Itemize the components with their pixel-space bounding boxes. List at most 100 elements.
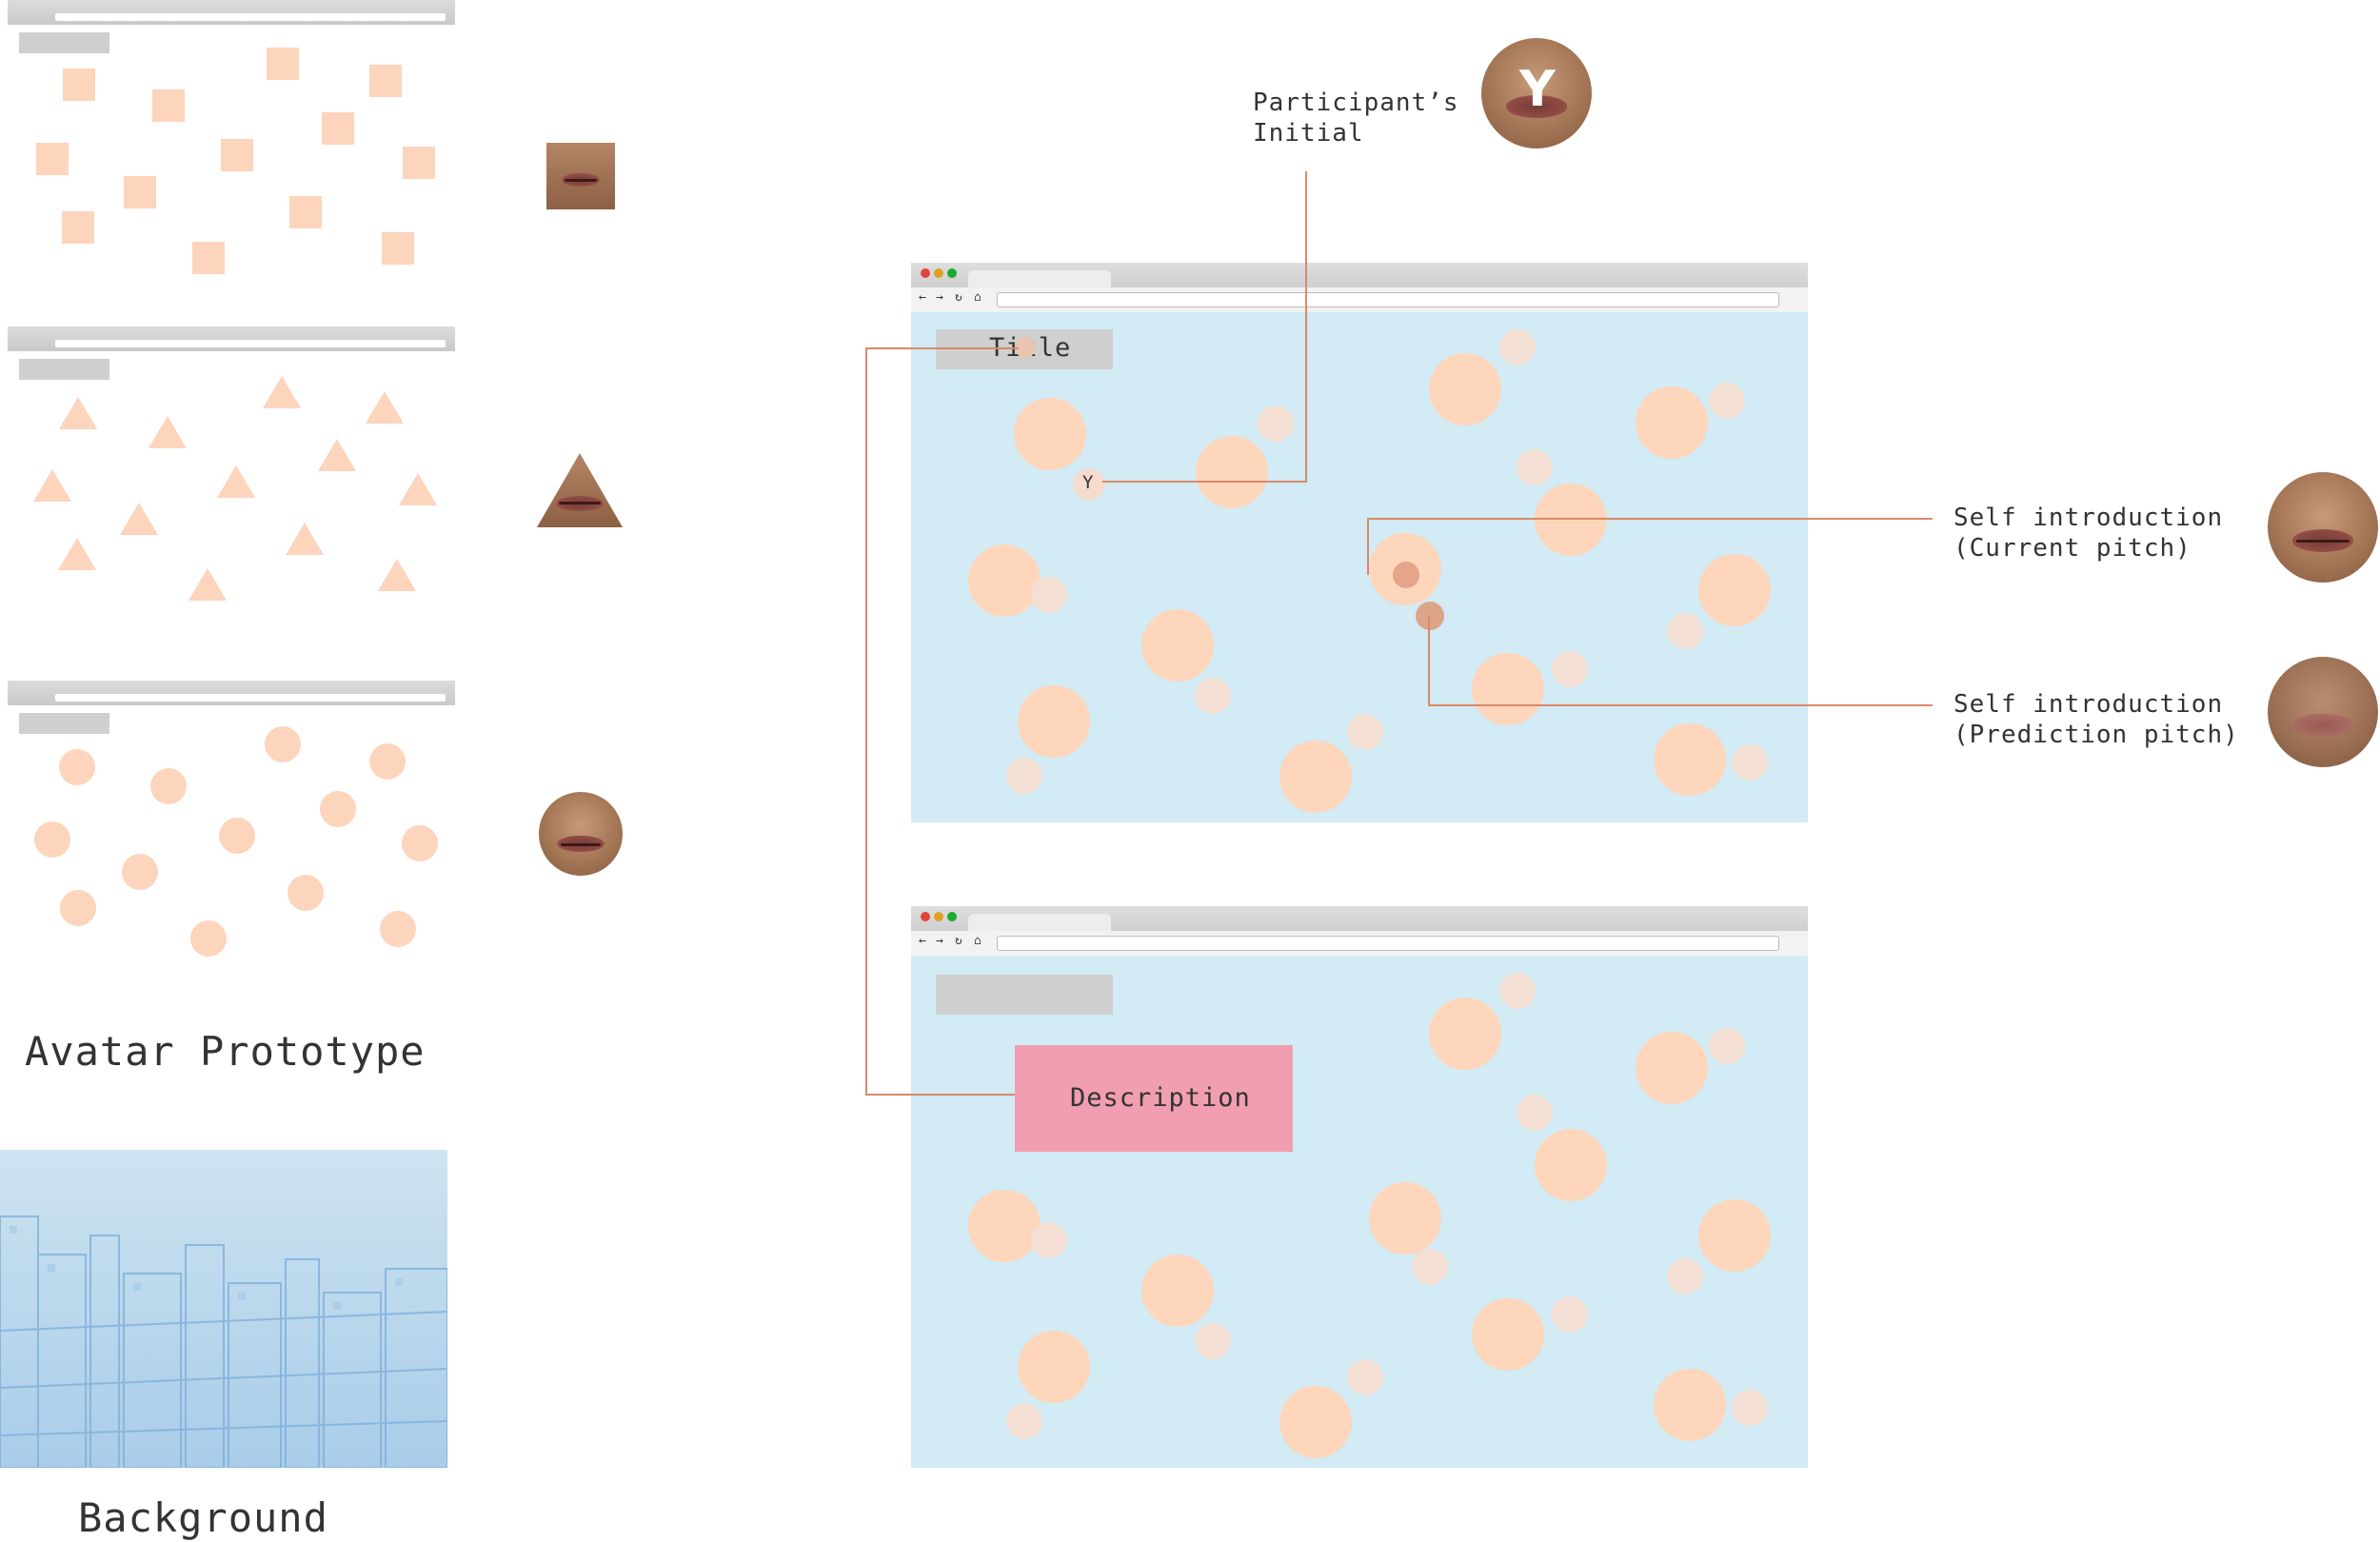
circle-avatar (402, 825, 438, 861)
small-circle (1031, 1222, 1067, 1258)
back-arrow-icon[interactable]: ← (919, 290, 926, 305)
small-circle (1031, 577, 1067, 613)
triangle-avatar (59, 397, 97, 429)
avatar-circle (1141, 609, 1214, 682)
avatar-circle (1636, 1032, 1708, 1104)
circle-avatar (60, 890, 96, 926)
face-initial-y-icon: Y (1481, 38, 1592, 148)
mini-browser-squares (8, 0, 455, 324)
square-avatar (289, 196, 322, 228)
square-avatar (369, 65, 402, 97)
small-circle (1732, 1390, 1768, 1426)
small-circle (1195, 1323, 1231, 1359)
triangle-avatar (378, 559, 416, 591)
small-circle (1667, 1258, 1703, 1295)
face-lips-circle-icon (539, 792, 623, 876)
avatar-circle (1654, 723, 1726, 796)
avatar-circle (1018, 685, 1090, 758)
title-placeholder (19, 32, 109, 53)
face-lips-square-icon (546, 143, 615, 209)
square-avatar (267, 48, 299, 80)
circle-avatar (190, 920, 227, 957)
avatar-circle (1698, 554, 1771, 626)
mini-browser-circles (8, 681, 455, 1004)
title-placeholder (936, 975, 1113, 1015)
maximize-dot-icon[interactable] (947, 912, 957, 921)
browser-chrome (8, 0, 455, 25)
avatar-circle (1654, 1369, 1726, 1441)
circle-avatar (380, 911, 416, 947)
avatar-circle (1636, 386, 1708, 459)
background-label: Background (78, 1494, 328, 1541)
reload-icon[interactable]: ↻ (955, 290, 962, 305)
small-circle (1709, 1028, 1745, 1064)
participant-initial-label: Participant’s Initial (1253, 89, 1459, 148)
small-circle (1499, 973, 1536, 1009)
description-box: Description (1015, 1045, 1293, 1152)
close-dot-icon[interactable] (921, 268, 930, 278)
self-intro-current-label: Self introduction (Current pitch) (1954, 504, 2224, 563)
face-current-pitch-icon (2268, 472, 2378, 583)
minimize-dot-icon[interactable] (934, 912, 943, 921)
home-icon[interactable]: ⌂ (974, 290, 982, 305)
square-avatar (62, 211, 94, 244)
small-circle (1732, 744, 1768, 781)
circle-avatar (288, 875, 324, 911)
maximize-dot-icon[interactable] (947, 268, 957, 278)
home-icon[interactable]: ⌂ (974, 934, 982, 948)
avatar-circle (1014, 398, 1086, 470)
city-sketch-icon (0, 1150, 447, 1468)
initial-connector (1102, 171, 1307, 483)
avatar-circle (1369, 1182, 1441, 1255)
avatar-circle (1472, 1298, 1544, 1371)
triangle-avatar (286, 523, 324, 555)
avatar-circle (1141, 1255, 1214, 1327)
small-circle (1015, 337, 1036, 358)
current-pitch-marker (1393, 562, 1419, 588)
small-circle (1552, 651, 1588, 687)
square-avatar (152, 89, 185, 122)
forward-arrow-icon[interactable]: → (936, 934, 943, 948)
triangle-avatar (149, 416, 187, 448)
close-dot-icon[interactable] (921, 912, 930, 921)
initial-overlay-letter: Y (1519, 61, 1556, 118)
reload-icon[interactable]: ↻ (955, 934, 962, 948)
avatar-circle (1535, 1129, 1607, 1201)
square-avatar (322, 112, 354, 145)
browser-chrome (8, 326, 455, 351)
circle-avatar (59, 749, 95, 785)
initial-letter: Y (1082, 472, 1094, 493)
avatar-circle (1279, 1386, 1352, 1458)
small-circle (1347, 714, 1383, 750)
square-avatar (403, 147, 435, 179)
minimize-dot-icon[interactable] (934, 268, 943, 278)
small-circle (1709, 383, 1745, 419)
avatar-circle (1429, 353, 1501, 425)
browser-window-bottom: ← → ↻ ⌂ Description (911, 906, 1808, 1468)
nav-bar: ← → ↻ ⌂ (911, 287, 1808, 312)
address-bar[interactable] (997, 936, 1779, 951)
square-avatar (192, 242, 225, 274)
browser-tab[interactable] (968, 914, 1111, 933)
browser-tab[interactable] (968, 270, 1111, 289)
circle-avatar (320, 791, 356, 827)
triangle-avatar (58, 538, 96, 570)
small-circle (1517, 1095, 1553, 1131)
triangle-avatar (263, 376, 301, 408)
square-avatar (124, 176, 156, 208)
back-arrow-icon[interactable]: ← (919, 934, 926, 948)
address-bar[interactable] (997, 292, 1779, 307)
title-placeholder (19, 713, 109, 734)
avatar-circle (968, 544, 1041, 617)
small-circle (1667, 613, 1703, 649)
avatar-circle (1279, 741, 1352, 813)
small-circle (1006, 758, 1042, 794)
circle-avatar (219, 818, 255, 854)
small-circle (1517, 449, 1553, 485)
square-avatar (221, 139, 253, 171)
browser-chrome: ← → ↻ ⌂ (911, 263, 1808, 312)
description-label: Description (1070, 1083, 1251, 1113)
small-circle (1006, 1403, 1042, 1439)
forward-arrow-icon[interactable]: → (936, 290, 943, 305)
